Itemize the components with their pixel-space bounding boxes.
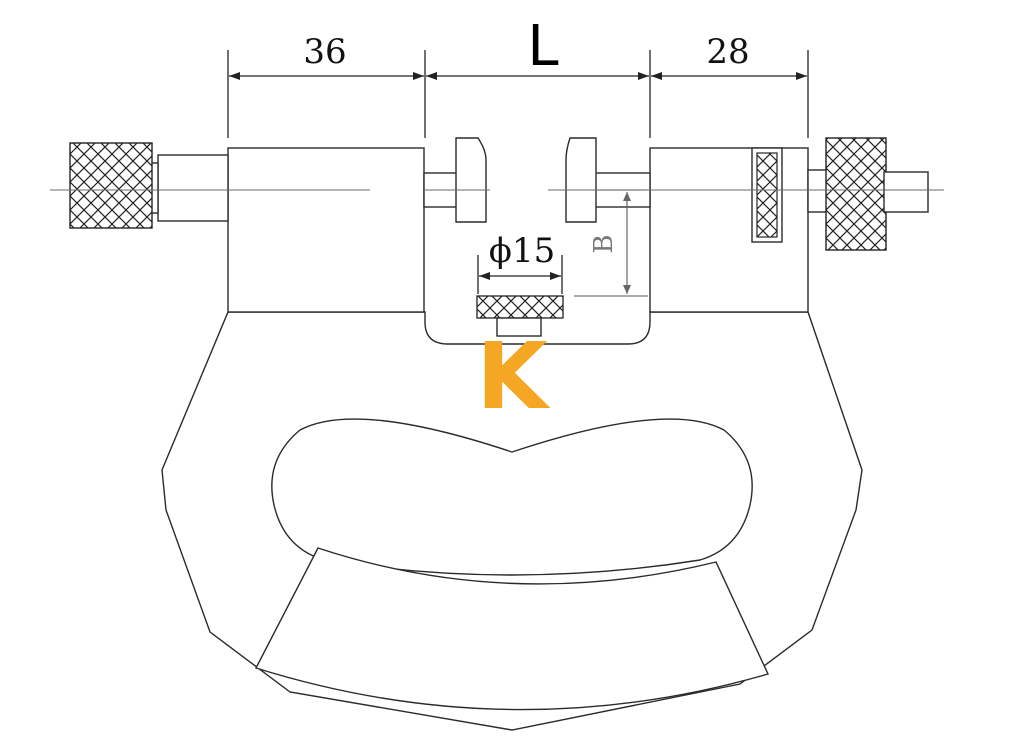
dim-left-label: 36	[303, 32, 346, 72]
lock-knurl	[756, 152, 778, 238]
anvil-knurl	[476, 295, 564, 319]
anvil	[476, 295, 564, 337]
left-knurled-knob	[69, 142, 153, 229]
right-body	[565, 137, 929, 313]
right-knurled-knob	[825, 137, 887, 251]
dim-right-label: 28	[706, 32, 749, 72]
dim-center-label: L	[527, 14, 558, 79]
left-body	[69, 137, 487, 313]
dim-B-label: B	[589, 234, 619, 253]
dim-diameter-label: ϕ15	[489, 231, 555, 271]
marker-k-label: K	[476, 323, 551, 430]
frame	[161, 311, 863, 731]
